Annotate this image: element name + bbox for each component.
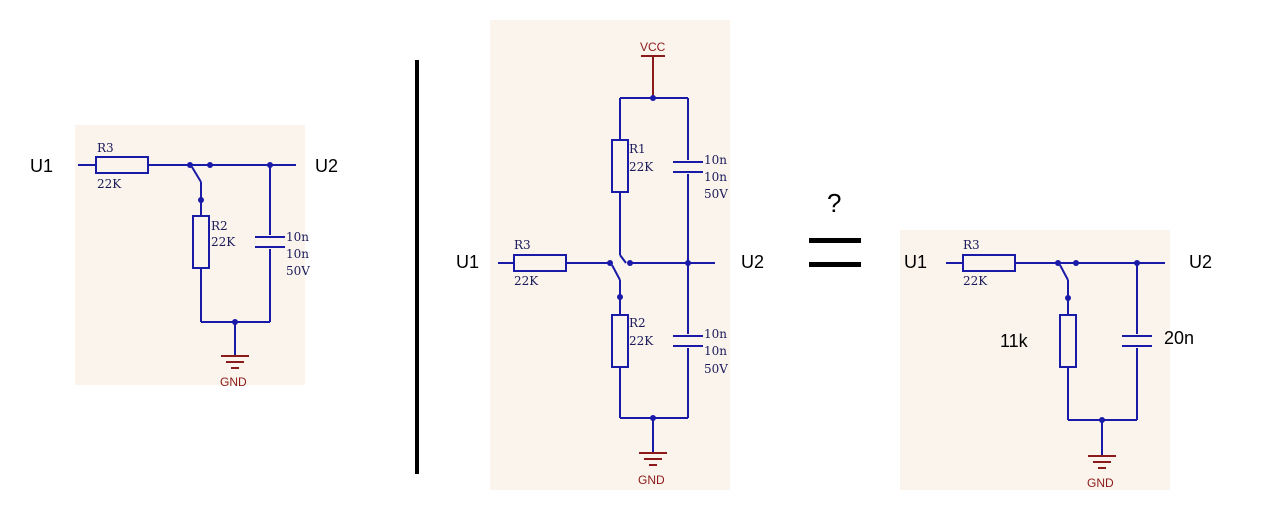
resistor-r3-value: 22K (514, 274, 539, 288)
resistor-r2-value: 22K (629, 334, 654, 348)
ground-symbol (1088, 455, 1116, 469)
ground-label: GND (220, 375, 247, 389)
resistor-r3-ref: R3 (514, 238, 531, 252)
ground-symbol (221, 355, 249, 369)
output-label-u2: U2 (315, 156, 338, 176)
capacitor-bottom-voltage: 50V (704, 362, 728, 376)
resistor-r3-ref: R3 (97, 141, 114, 155)
resistor-r2-ref: R2 (629, 316, 646, 330)
capacitor-label-1: 10n (286, 230, 309, 244)
resistor-r1-value: 22K (629, 160, 654, 174)
ground-symbol (639, 452, 667, 466)
ground-label: GND (1087, 476, 1114, 490)
capacitor-top-voltage: 50V (704, 187, 728, 201)
ground-label: GND (638, 473, 665, 487)
input-label-u1: U1 (30, 156, 53, 176)
output-label-u2: U2 (741, 252, 764, 272)
output-label-u2: U2 (1189, 252, 1212, 272)
circuit-a: U1 U2 R3 22K R2 22K 10n 10n 50V G (30, 141, 338, 389)
question-mark: ? (827, 188, 841, 218)
resistor-r2-value: 22K (211, 235, 236, 249)
equals-bar-bottom (809, 262, 861, 267)
capacitor-bottom-label-1: 10n (704, 327, 727, 341)
circuit-c: U1 U2 R3 22K 11k 20n GND (904, 238, 1212, 490)
capacitor-voltage: 50V (286, 264, 310, 278)
equivalence-sign: ? (809, 188, 861, 267)
resistor-r3-value: 22K (963, 274, 988, 288)
capacitor-top-label-1: 10n (704, 153, 727, 167)
resistor-r3-ref: R3 (963, 238, 980, 252)
input-label-u1: U1 (456, 252, 479, 272)
capacitor-equivalent-value: 20n (1164, 328, 1194, 348)
resistor-r3-value: 22K (97, 177, 122, 191)
grid-background (75, 20, 1170, 490)
capacitor-bottom-label-2: 10n (704, 344, 727, 358)
capacitor-top-label-2: 10n (704, 170, 727, 184)
capacitor-label-2: 10n (286, 247, 309, 261)
supply-label-vcc: VCC (640, 40, 666, 54)
resistor-r1-ref: R1 (629, 142, 646, 156)
resistor-r2-ref: R2 (211, 219, 228, 233)
resistor-equivalent-value: 11k (1000, 331, 1029, 351)
circuit-b: VCC R1 22K 10n 10n 50V U1 U2 R3 22K (456, 40, 764, 487)
equals-bar-top (809, 238, 861, 243)
input-label-u1: U1 (904, 252, 927, 272)
